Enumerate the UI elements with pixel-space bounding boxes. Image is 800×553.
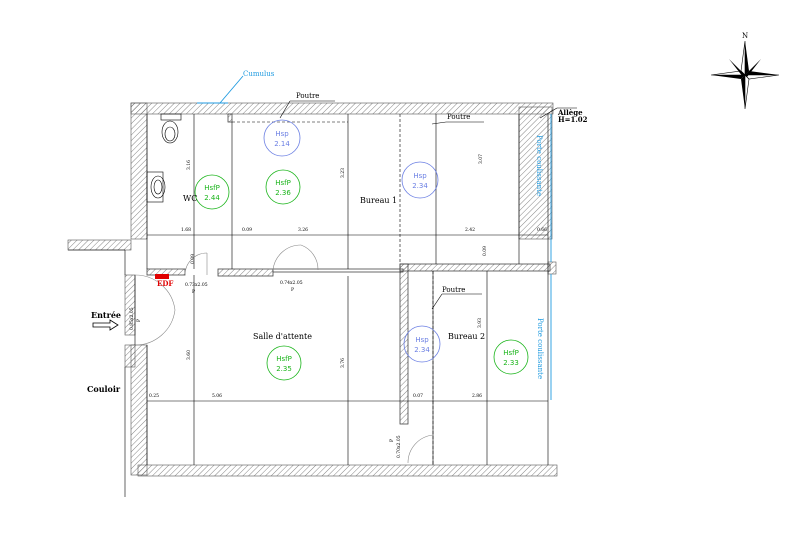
room-salle-label: Salle d'attente (253, 332, 312, 341)
poutre-bureau1-label: Poutre (447, 113, 470, 121)
hsfp-value-4: 2.33 (503, 359, 519, 367)
room-wc-label: WC (183, 194, 197, 203)
door-wc-p: P (192, 289, 195, 295)
poutre-top-label: Poutre (296, 92, 319, 100)
sliding-door-label-1: Porte coulissante (535, 135, 543, 196)
hsp-value-3: 2.34 (414, 346, 430, 354)
dim-025: 0.25 (149, 393, 159, 399)
hsfp-label-3: HsfP (276, 355, 292, 363)
dim-009c: 0.09 (482, 246, 488, 256)
sliding-door-label-2: Porte coulissante (536, 318, 544, 379)
cumulus-label: Cumulus (243, 70, 275, 78)
door-entree-dim: 0.85x2.05 (129, 307, 135, 330)
hsp-label-2: Hsp (413, 172, 427, 180)
entree-label: Entrée (91, 310, 121, 320)
dim-360: 3.60 (186, 350, 192, 360)
dim-009b: 0.09 (190, 254, 196, 264)
poutre-bureau2-label: Poutre (442, 286, 465, 294)
dim-376: 3.76 (340, 358, 346, 368)
couloir-label: Couloir (87, 384, 121, 394)
sink-icon (146, 171, 166, 203)
edf-label: EDF (157, 279, 173, 288)
door-bureau2-dim: 0.70x2.05 (396, 435, 402, 458)
dim-307: 3.07 (478, 154, 484, 164)
interior-walls (146, 113, 551, 425)
sliding-doors (197, 75, 552, 400)
door-salle-p: P (291, 287, 294, 293)
dim-393: 3.93 (477, 318, 483, 328)
hsfp-value-2: 2.36 (275, 189, 291, 197)
dim-066: 0.66 (537, 227, 547, 233)
hsp-value-2: 2.34 (412, 182, 428, 190)
dim-168: 1.68 (181, 227, 191, 233)
dim-286: 2.86 (472, 393, 482, 399)
allege-height-label: H=1.02 (558, 115, 588, 124)
hsfp-label-2: HsfP (275, 179, 291, 187)
hsp-label-3: Hsp (415, 336, 429, 344)
dim-009a: 0.09 (242, 227, 252, 233)
dim-007: 0.07 (413, 393, 423, 399)
door-wc-dim: 0.73x2.05 (185, 282, 208, 288)
hsfp-value-1: 2.44 (204, 194, 220, 202)
dim-506: 5.06 (212, 393, 222, 399)
entrance-arrow-icon (92, 319, 119, 331)
hsfp-label-4: HsfP (503, 349, 519, 357)
height-markers (194, 119, 529, 381)
door-swings (134, 244, 434, 464)
edf-box-icon (155, 274, 169, 279)
dim-326: 3.26 (298, 227, 308, 233)
hsfp-label-1: HsfP (204, 184, 220, 192)
room-bureau1-label: Bureau 1 (360, 196, 397, 205)
north-label: N (742, 32, 748, 40)
toilet-icon (160, 113, 182, 144)
allege-label: Allège (557, 108, 583, 117)
dim-323: 3.23 (340, 168, 346, 178)
hsp-value-1: 2.14 (274, 140, 290, 148)
door-bureau2-p: P (389, 439, 395, 442)
dim-242: 2.42 (465, 227, 475, 233)
door-entree-p: P (136, 319, 142, 322)
hsfp-value-3: 2.35 (276, 365, 292, 373)
door-salle-dim: 0.74x2.05 (280, 280, 303, 286)
room-bureau2-label: Bureau 2 (448, 332, 485, 341)
hsp-label-1: Hsp (275, 130, 289, 138)
dim-316: 3.16 (186, 160, 192, 170)
compass-rose-icon (710, 40, 780, 110)
